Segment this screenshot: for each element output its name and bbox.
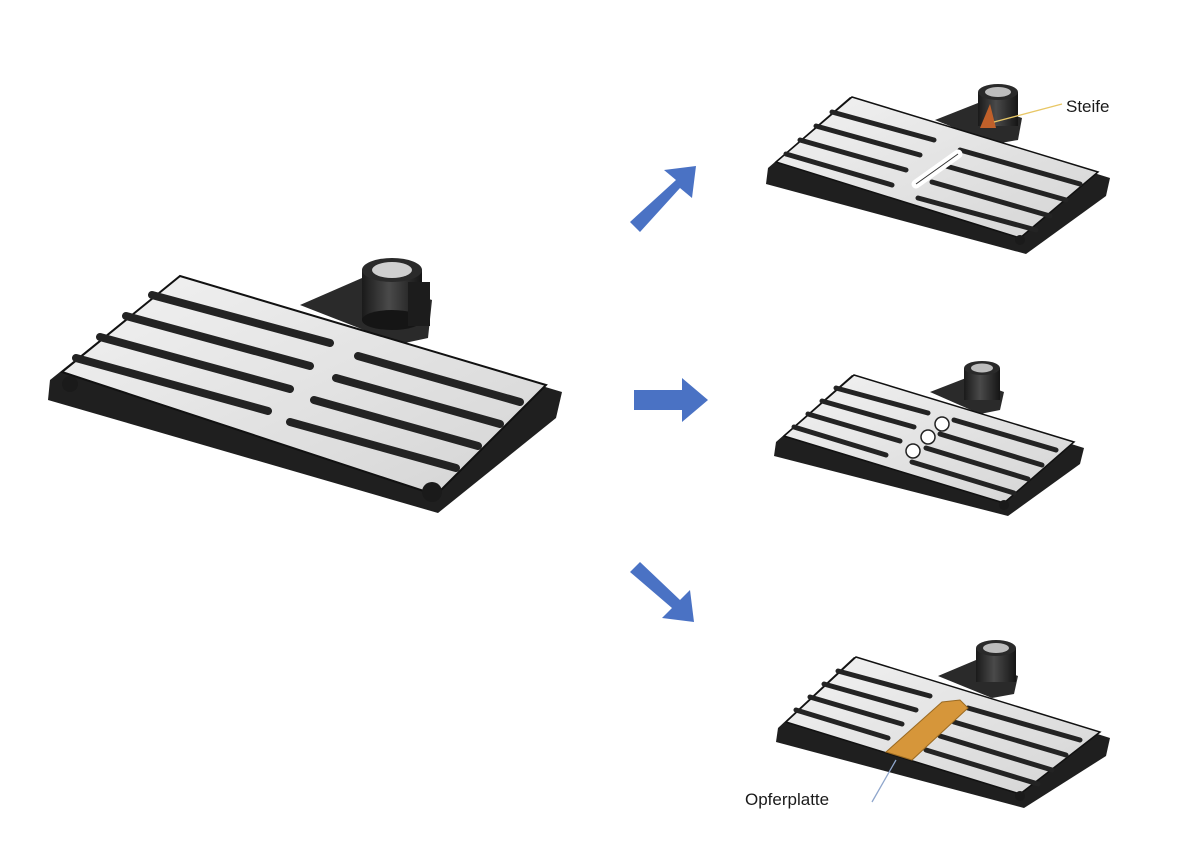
round-hole [905,443,921,459]
tube-clamp-icon [964,361,1000,400]
round-hole [920,429,936,445]
variant-stiffener-plate [766,84,1110,254]
arrow-icon-up-right [630,166,696,232]
plate-slots [72,291,524,472]
plate-slots [783,109,1083,233]
corner-hole [999,500,1009,510]
round-hole [934,416,950,432]
stiffener-rib [980,104,996,128]
main-base-plate [48,258,562,513]
plate-slots [793,668,1083,787]
corner-hole [1015,791,1025,801]
corner-hole [422,482,442,502]
label-steife: Steife [1066,97,1110,116]
plate-slots [791,385,1059,496]
arrow-icon-right [634,378,708,422]
corner-hole [1015,235,1025,245]
arrow-icon-down-right [630,562,694,622]
tube-clamp-icon [976,640,1016,682]
variant-sacrificial-plate [776,640,1110,808]
variant-holes-plate [774,361,1084,516]
tube-clamp-icon [362,258,430,330]
opferplatte-leader-line [871,759,897,803]
steife-leader-line [993,103,1063,123]
sacrificial-plate [885,699,969,761]
label-opferplatte: Opferplatte [745,790,830,809]
corner-hole [62,376,78,392]
